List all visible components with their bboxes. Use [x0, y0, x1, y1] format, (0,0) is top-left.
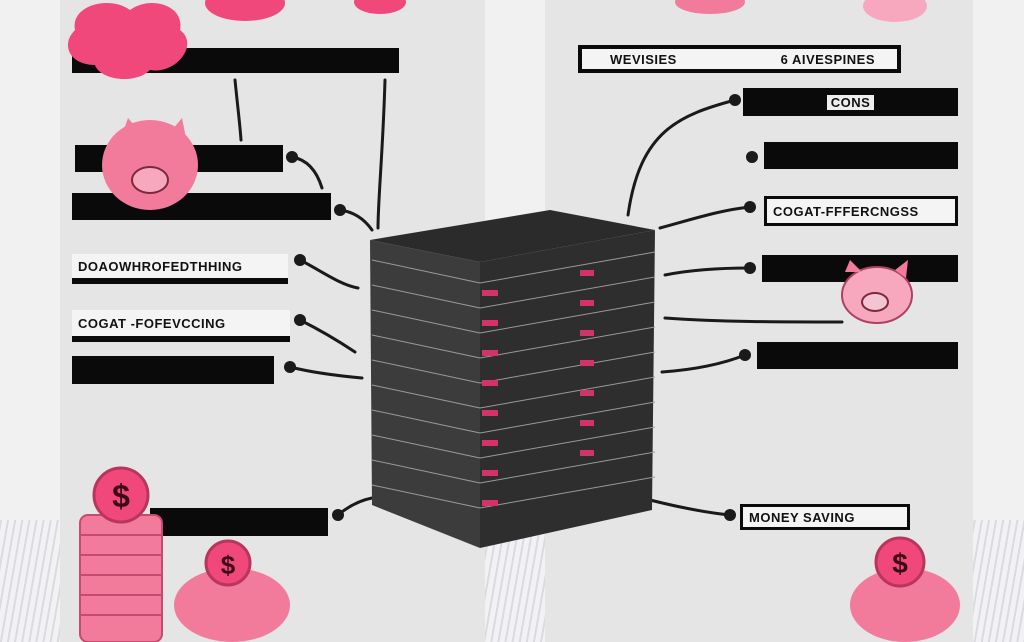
right-bar-6 — [757, 342, 958, 369]
download-label-bar: DOAOWHROFEDTHHING — [72, 254, 288, 284]
money-saving-label: MONEY SAVING — [749, 509, 855, 525]
cost-left-label: COGAT -FOFEVCCING — [78, 315, 226, 331]
cons-bar: CONS — [743, 88, 958, 116]
cost-right-label: COGAT-FFFERCNGSS — [773, 203, 919, 219]
header-bar: WEVISIES 6 AIVESPINES — [578, 45, 901, 73]
left-bar-6 — [72, 356, 274, 384]
svg-text:$: $ — [112, 478, 130, 514]
header-left-label: WEVISIES — [610, 51, 677, 67]
svg-text:$: $ — [221, 550, 236, 580]
svg-text:$: $ — [892, 548, 908, 579]
money-saving-bar: MONEY SAVING — [740, 504, 910, 530]
left-bar-3 — [72, 193, 331, 220]
cons-label: CONS — [826, 94, 875, 110]
left-bar-7 — [150, 508, 328, 536]
cost-left-label-bar: COGAT -FOFEVCCING — [72, 310, 290, 342]
header-right-label: 6 AIVESPINES — [780, 51, 875, 67]
download-label: DOAOWHROFEDTHHING — [78, 258, 243, 274]
dollar-coin-icon — [92, 466, 150, 524]
cost-right-label-bar: COGAT-FFFERCNGSS — [764, 196, 958, 226]
right-bar-3 — [764, 142, 958, 169]
